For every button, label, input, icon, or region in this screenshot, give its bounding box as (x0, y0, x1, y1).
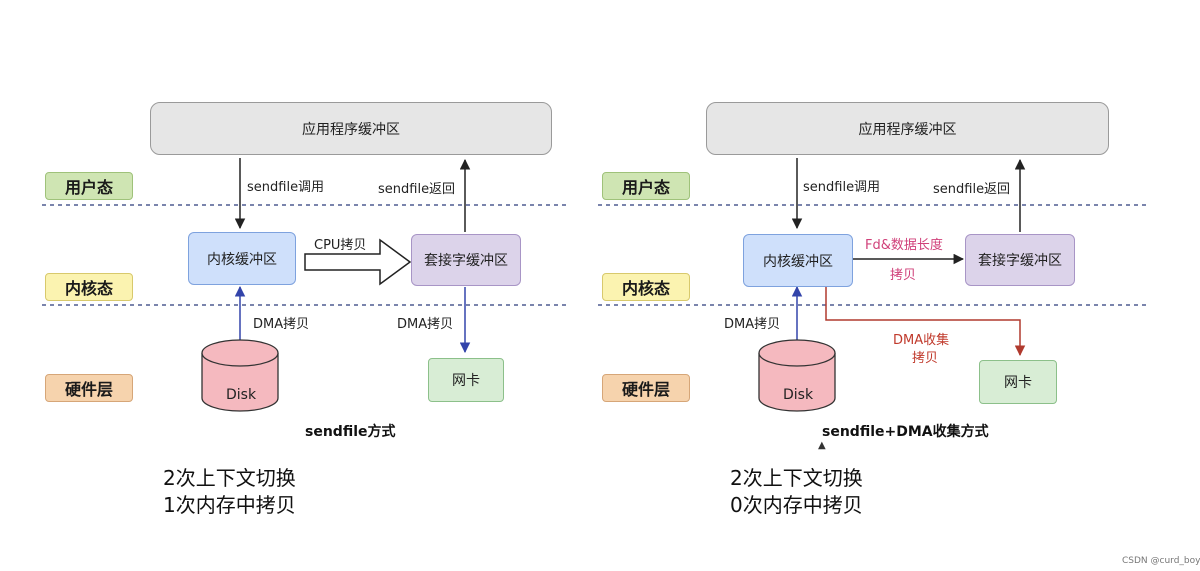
right-summary-line-2: 0次内存中拷贝 (730, 493, 863, 517)
right-caption: sendfile+DMA收集方式 (822, 424, 989, 440)
left-dma-out-label: DMA拷贝 (397, 317, 454, 332)
right-fd-copy-label-line-1: Fd&数据长度 (865, 238, 943, 253)
right-call-label: sendfile调用 (803, 180, 881, 195)
left-dma-in-label: DMA拷贝 (253, 317, 310, 332)
left-summary-line-2: 1次内存中拷贝 (163, 493, 296, 517)
right-summary-line-1: 2次上下文切换 (730, 466, 863, 490)
left-hardware-layer-tag: 硬件层 (45, 374, 133, 402)
right-summary: 2次上下文切换 0次内存中拷贝 (730, 465, 863, 519)
right-disk-label: Disk (783, 387, 814, 403)
right-user-mode-tag: 用户态 (602, 172, 690, 200)
right-dma-gather-label-line-2: 拷贝 (912, 351, 939, 366)
left-summary: 2次上下文切换 1次内存中拷贝 (163, 465, 296, 519)
left-kernel-buffer: 内核缓冲区 (188, 232, 296, 285)
right-disk-cylinder (758, 339, 836, 412)
right-dma-gather-arrow (825, 287, 1026, 357)
right-fd-copy-label-line-2: 拷贝 (890, 268, 917, 283)
right-kernel-mode-tag: 内核态 (602, 273, 690, 301)
left-disk-label: Disk (226, 387, 257, 403)
mouse-cursor-icon: ▲ (818, 440, 826, 451)
right-dma-in-label: DMA拷贝 (724, 317, 781, 332)
right-socket-buffer: 套接字缓冲区 (965, 234, 1075, 286)
left-user-mode-tag: 用户态 (45, 172, 133, 200)
right-kernel-buffer: 内核缓冲区 (743, 234, 853, 287)
left-kernel-mode-tag: 内核态 (45, 273, 133, 301)
right-nic: 网卡 (979, 360, 1057, 404)
right-dma-gather-label-line-1: DMA收集 (893, 333, 950, 348)
right-app-buffer: 应用程序缓冲区 (706, 102, 1109, 155)
watermark: CSDN @curd_boy (1122, 556, 1200, 566)
left-app-buffer: 应用程序缓冲区 (150, 102, 552, 155)
left-caption: sendfile方式 (305, 424, 396, 440)
left-socket-buffer: 套接字缓冲区 (411, 234, 521, 286)
left-call-label: sendfile调用 (247, 180, 325, 195)
right-return-label: sendfile返回 (933, 182, 1011, 197)
left-disk-cylinder (201, 339, 279, 412)
left-summary-line-1: 2次上下文切换 (163, 466, 296, 490)
left-return-label: sendfile返回 (378, 182, 456, 197)
right-hardware-layer-tag: 硬件层 (602, 374, 690, 402)
left-nic: 网卡 (428, 358, 504, 402)
left-cpu-copy-label: CPU拷贝 (314, 238, 367, 253)
left-cpu-copy-arrow (304, 238, 412, 286)
